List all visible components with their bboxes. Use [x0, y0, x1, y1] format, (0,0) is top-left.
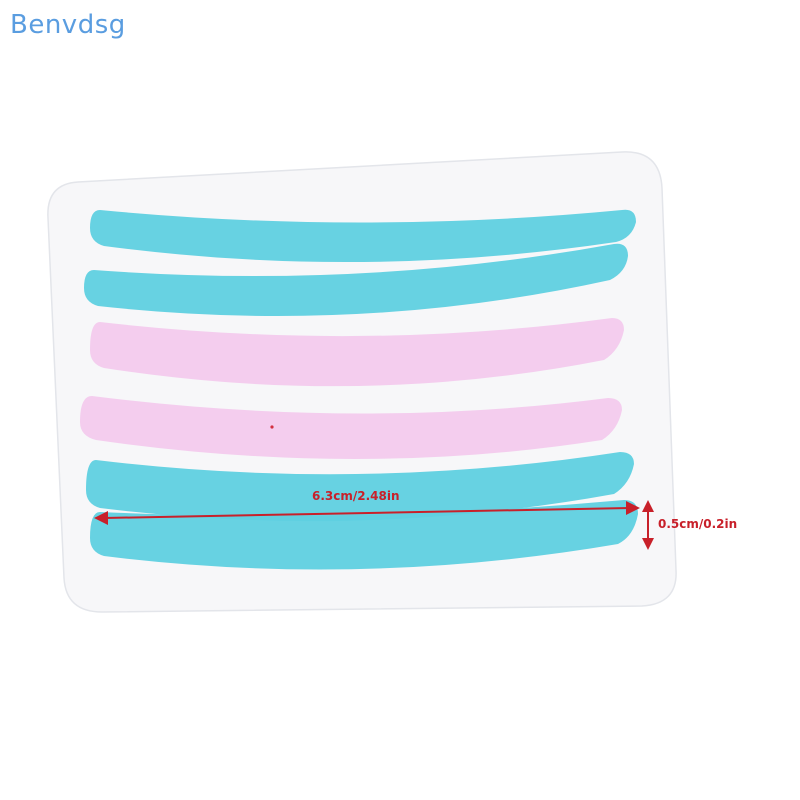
width-label: 0.5cm/0.2in — [658, 517, 738, 531]
strip-4 — [80, 396, 622, 459]
length-label: 6.3cm/2.48in — [312, 489, 400, 503]
strip-2 — [84, 243, 628, 317]
strip-3 — [90, 318, 624, 387]
strip-1 — [90, 209, 636, 263]
strip-6 — [90, 500, 638, 570]
patch-strips — [80, 209, 638, 570]
brand-watermark: Benvdsg — [10, 10, 126, 40]
speck — [270, 425, 274, 429]
length-dimension-arrow — [94, 501, 640, 525]
strip-5 — [86, 452, 634, 522]
width-dimension-arrow — [642, 500, 654, 550]
